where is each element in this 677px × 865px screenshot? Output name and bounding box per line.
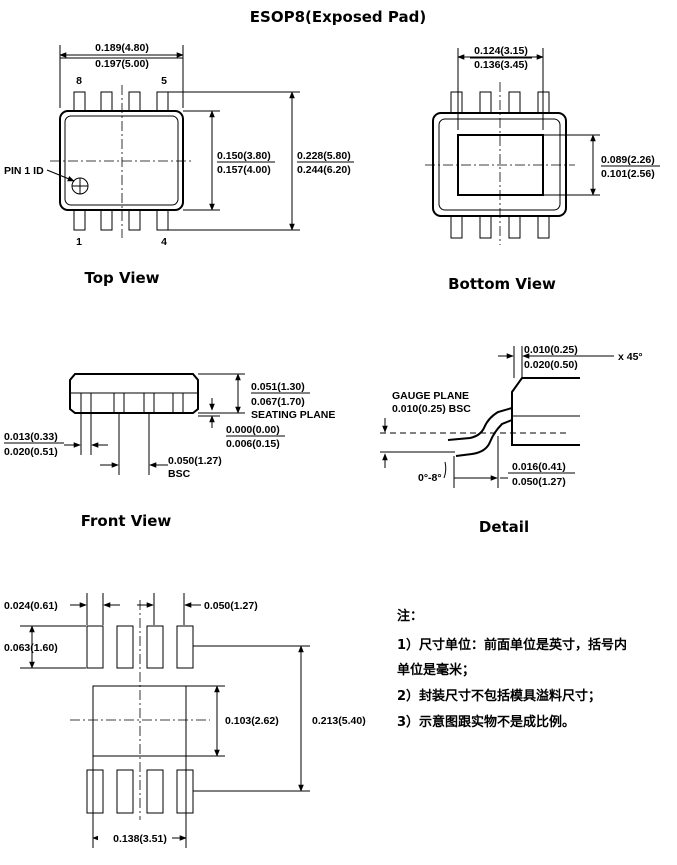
front-view-caption: Front View xyxy=(81,512,172,530)
top-width-max: 0.197(5.00) xyxy=(95,58,149,70)
note-3: 3）示意图跟实物不是成比例。 xyxy=(397,714,575,730)
pin1-id-label: PIN 1 ID xyxy=(4,165,44,177)
detail-angle: 0°-8° xyxy=(418,472,442,484)
bottom-pad-height-max: 0.101(2.56) xyxy=(601,168,655,180)
bottom-view: 0.124(3.15) 0.136(3.45) 0.089(2.26) 0.10… xyxy=(425,45,660,293)
notes-heading: 注： xyxy=(397,608,423,624)
land-pattern: 0.024(0.61) 0.050(1.27) 0.063(1.60) 0.10… xyxy=(4,593,366,848)
land-pitch: 0.050(1.27) xyxy=(204,600,258,612)
top-body-min: 0.150(3.80) xyxy=(217,150,271,162)
top-body-max: 0.157(4.00) xyxy=(217,164,271,176)
bottom-view-caption: Bottom View xyxy=(448,275,556,293)
bottom-pad-width-min: 0.124(3.15) xyxy=(474,45,528,57)
front-pitch: 0.050(1.27) xyxy=(168,455,222,467)
top-span-max: 0.244(6.20) xyxy=(297,164,351,176)
land-ep-height: 0.103(2.62) xyxy=(225,715,279,727)
front-lead-width-max: 0.020(0.51) xyxy=(4,446,58,458)
gauge-plane-dim: 0.010(0.25) BSC xyxy=(392,403,471,415)
front-lead-width-min: 0.013(0.33) xyxy=(4,431,58,443)
note-2: 2）封装尺寸不包括模具溢料尺寸； xyxy=(397,688,601,704)
note-1: 1）尺寸单位：前面单位是英寸，括号内 xyxy=(397,637,627,653)
land-pad-width: 0.024(0.61) xyxy=(4,600,58,612)
front-pitch-bsc: BSC xyxy=(168,468,191,480)
top-view-caption: Top View xyxy=(84,269,159,287)
detail-caption: Detail xyxy=(479,518,529,536)
detail-chamfer-angle: x 45° xyxy=(618,351,643,363)
detail-chamfer-max: 0.020(0.50) xyxy=(524,359,578,371)
front-standoff-max: 0.006(0.15) xyxy=(226,438,280,450)
detail-view: 0.010(0.25) 0.020(0.50) x 45° GAUGE PLAN… xyxy=(380,344,643,536)
top-width-min: 0.189(4.80) xyxy=(95,42,149,54)
front-standoff-min: 0.000(0.00) xyxy=(226,424,280,436)
drawing-title: ESOP8(Exposed Pad) xyxy=(250,8,426,26)
front-view: 0.051(1.30) 0.067(1.70) SEATING PLANE 0.… xyxy=(4,373,335,530)
seating-plane-label: SEATING PLANE xyxy=(251,409,335,421)
note-1-cont: 单位是毫米； xyxy=(397,662,475,678)
bottom-pad-height-min: 0.089(2.26) xyxy=(601,154,655,166)
detail-chamfer-min: 0.010(0.25) xyxy=(524,344,578,356)
gauge-plane-label: GAUGE PLANE xyxy=(392,390,469,402)
top-span-min: 0.228(5.80) xyxy=(297,150,351,162)
detail-foot-min: 0.016(0.41) xyxy=(512,461,566,473)
notes: 注： 1）尺寸单位：前面单位是英寸，括号内 单位是毫米； 2）封装尺寸不包括模具… xyxy=(397,608,627,730)
pin-8-label: 8 xyxy=(76,75,82,87)
land-pad-height: 0.063(1.60) xyxy=(4,642,58,654)
bottom-pad-width-max: 0.136(3.45) xyxy=(474,59,528,71)
pin-4-label: 4 xyxy=(161,236,167,248)
land-span: 0.213(5.40) xyxy=(312,715,366,727)
top-view: 0.189(4.80) 0.197(5.00) 8 5 1 4 PIN 1 ID xyxy=(4,42,354,287)
pin-5-label: 5 xyxy=(161,75,167,87)
land-ep-width: 0.138(3.51) xyxy=(113,833,167,845)
front-height-min: 0.051(1.30) xyxy=(251,381,305,393)
detail-foot-max: 0.050(1.27) xyxy=(512,476,566,488)
front-height-max: 0.067(1.70) xyxy=(251,396,305,408)
pin-1-label: 1 xyxy=(76,236,82,248)
